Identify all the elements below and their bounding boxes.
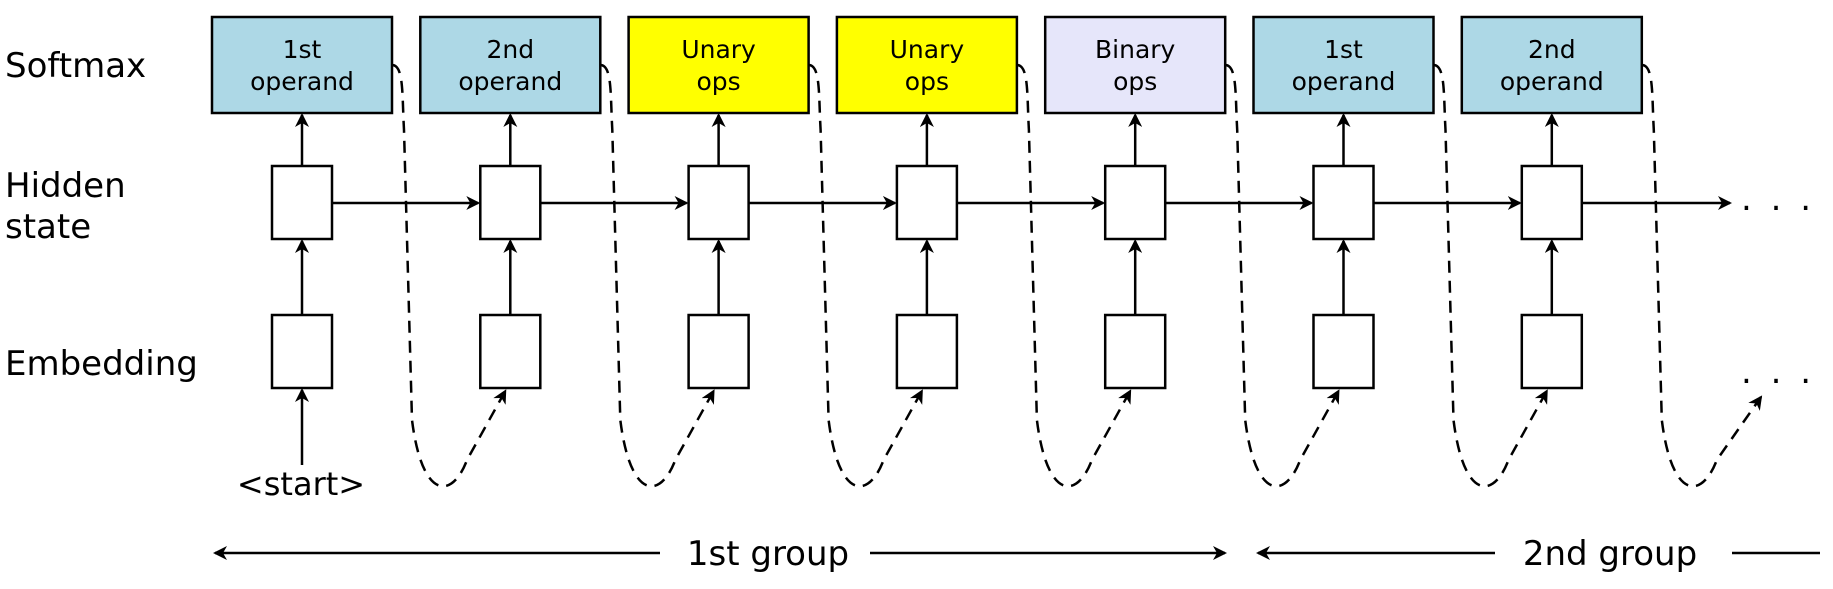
softmax-label-line1: 2nd: [1528, 35, 1576, 64]
hidden-state-cell-5: [1103, 164, 1167, 241]
timestep-6: 1st operand: [1252, 15, 1435, 390]
softmax-label-line2: ops: [905, 67, 949, 96]
feedback-arrow-6: [1433, 63, 1548, 488]
row-label-softmax: Softmax: [5, 46, 146, 86]
softmax-label-line2: operand: [458, 67, 562, 96]
embedding-cell-3: [687, 313, 750, 390]
hidden-state-cell-7: [1520, 164, 1584, 241]
softmax-box-1: [210, 15, 394, 115]
feedback-arrow-1: [391, 63, 507, 488]
embedding-cell-7: [1520, 313, 1584, 390]
embedding-cell-5: [1103, 313, 1167, 390]
feedback-arrow-5: [1224, 63, 1340, 488]
start-token-label: <start>: [237, 465, 365, 503]
feedback-arrow-3: [808, 63, 923, 488]
timestep-7: 2nd operand: [1460, 15, 1644, 390]
hidden-state-cell-6: [1312, 164, 1375, 241]
hidden-state-cell-2: [479, 164, 542, 241]
timestep-5: Binary ops: [1043, 15, 1227, 390]
softmax-label-line1: Binary: [1095, 35, 1176, 64]
embedding-cell-6: [1312, 313, 1375, 390]
timestep-4: Unary ops: [835, 15, 1019, 390]
softmax-label-line1: Unary: [681, 35, 756, 64]
softmax-label-line1: 1st: [1324, 35, 1363, 64]
softmax-box-2: [419, 15, 602, 115]
softmax-box-4: [835, 15, 1019, 115]
hidden-continuation-dots: . . .: [1741, 179, 1815, 219]
softmax-label-line2: ops: [696, 67, 740, 96]
hidden-state-cell-3: [687, 164, 750, 241]
embedding-cell-1: [270, 313, 334, 390]
feedback-connections: [391, 63, 1763, 488]
row-label-hidden-line1: Hidden: [5, 166, 126, 206]
group-1-label: 1st group: [687, 534, 849, 574]
group-2-span: 2nd group: [1256, 534, 1820, 574]
softmax-label-line2: operand: [250, 67, 354, 96]
feedback-arrow-7: [1641, 63, 1763, 488]
group-2-label: 2nd group: [1523, 534, 1697, 574]
hidden-state-cell-1: [270, 164, 334, 241]
softmax-box-5: [1043, 15, 1227, 115]
timestep-2: 2nd operand: [419, 15, 602, 390]
timestep-1: 1st operand: [210, 15, 394, 390]
feedback-arrow-4: [1016, 63, 1132, 488]
row-label-hidden-line2: state: [5, 207, 91, 247]
timesteps: 1stoperand2ndoperandUnaryopsUnaryopsBina…: [210, 15, 1644, 390]
recurrent-connections: [295, 113, 1732, 465]
hidden-state-cell-4: [895, 164, 959, 241]
softmax-label-line2: operand: [1292, 67, 1396, 96]
feedback-arrow-2: [599, 63, 715, 488]
embedding-cell-4: [895, 313, 959, 390]
group-1-span: 1st group: [213, 534, 1227, 574]
row-label-embedding: Embedding: [5, 344, 198, 384]
softmax-label-line2: ops: [1113, 67, 1157, 96]
embedding-continuation-dots: . . .: [1741, 352, 1815, 392]
softmax-box-6: [1252, 15, 1435, 115]
softmax-box-7: [1460, 15, 1644, 115]
softmax-label-line1: Unary: [890, 35, 965, 64]
softmax-box-3: [627, 15, 810, 115]
softmax-label-line1: 1st: [283, 35, 322, 64]
softmax-label-line2: operand: [1500, 67, 1604, 96]
softmax-label-line1: 2nd: [486, 35, 534, 64]
timestep-3: Unary ops: [627, 15, 810, 390]
embedding-cell-2: [479, 313, 542, 390]
